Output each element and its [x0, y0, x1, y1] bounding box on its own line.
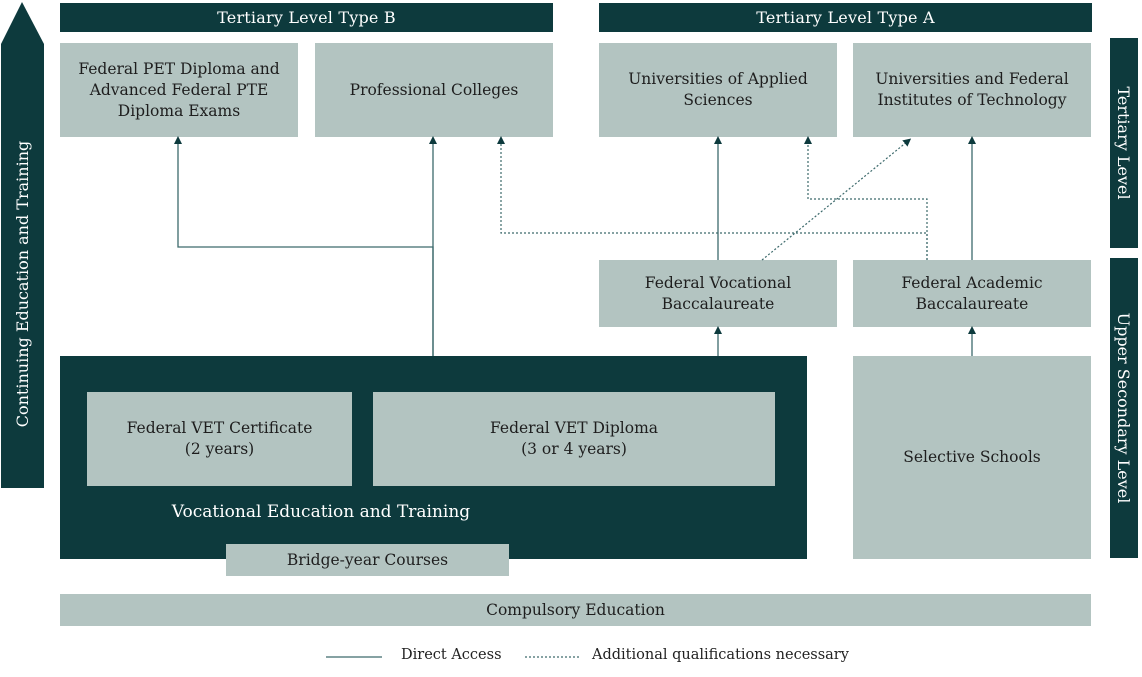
- compulsory-education-bar: Compulsory Education: [60, 594, 1091, 626]
- dashed-line-academic-bacc-to-professional-colleges: [497, 136, 928, 260]
- universities-applied-sciences-box: Universities of Applied Sciences: [599, 43, 837, 137]
- tertiary-level-bar: [1110, 38, 1138, 248]
- dashed-line-vocational-bacc-to-universities: [761, 138, 912, 261]
- continuing-education-arrow: [1, 2, 44, 488]
- bridge-year-box: Bridge-year Courses: [226, 544, 509, 576]
- upper-secondary-bar: [1110, 258, 1138, 558]
- professional-colleges-box: Professional Colleges: [315, 43, 553, 137]
- tertiary-type-b-header: Tertiary Level Type B: [60, 3, 553, 32]
- vet-label: Vocational Education and Training: [171, 502, 471, 522]
- academic-baccalaureate-box: Federal Academic Baccalaureate: [853, 260, 1091, 327]
- vocational-baccalaureate-box: Federal Vocational Baccalaureate: [599, 260, 837, 327]
- selective-schools-box: Selective Schools: [853, 356, 1091, 559]
- legend-additional-qualifications: Additional qualifications necessary: [592, 647, 849, 663]
- universities-fit-box: Universities and Federal Institutes of T…: [853, 43, 1091, 137]
- tertiary-type-a-header: Tertiary Level Type A: [599, 3, 1092, 32]
- vet-certificate-box: Federal VET Certificate (2 years): [87, 392, 352, 486]
- dashed-line-academic-bacc-to-uas: [804, 136, 928, 260]
- vet-diploma-box: Federal VET Diploma (3 or 4 years): [373, 392, 775, 486]
- legend-direct-access: Direct Access: [401, 647, 502, 663]
- pet-diploma-box: Federal PET Diploma and Advanced Federal…: [60, 43, 298, 137]
- direct-line-vet-to-pet: [174, 136, 434, 356]
